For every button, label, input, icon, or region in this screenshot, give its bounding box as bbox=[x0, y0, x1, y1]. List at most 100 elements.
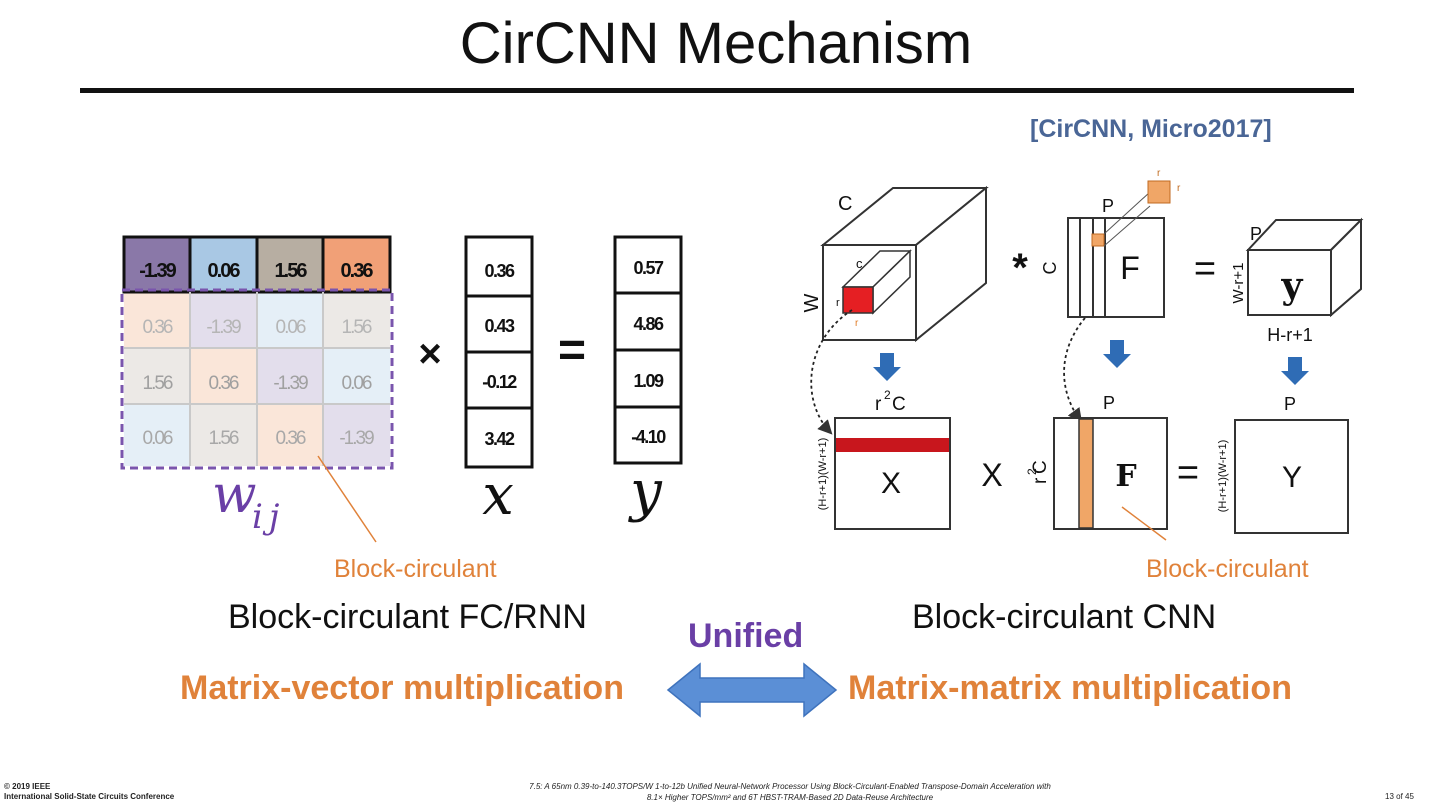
matrix-cell: 0.36 bbox=[143, 317, 173, 338]
filter-tensor bbox=[1067, 180, 1171, 318]
output-y-label: y bbox=[1281, 265, 1304, 307]
patch-c-label: c bbox=[856, 256, 863, 271]
matrix-cell: -1.39 bbox=[206, 317, 241, 338]
x-vector-value: 0.43 bbox=[484, 316, 515, 336]
x-matrix-label: X bbox=[881, 467, 901, 500]
matrix-cell: 1.56 bbox=[143, 373, 173, 394]
equals-symbol: = bbox=[558, 324, 586, 377]
cube-c-label: C bbox=[838, 193, 852, 215]
filter-r-label-2: r bbox=[1177, 183, 1181, 194]
block-circulant-label-cnn: Block-circulant bbox=[1146, 555, 1309, 583]
input-patch bbox=[841, 249, 912, 315]
multiply-symbol: × bbox=[418, 332, 441, 376]
matrix-cell: 0.36 bbox=[276, 428, 306, 449]
down-arrows bbox=[873, 340, 1309, 385]
down-arrow-icon bbox=[1103, 340, 1131, 368]
matrix-cell-bg bbox=[190, 237, 257, 292]
matrix-vector-label: Matrix-vector multiplication bbox=[180, 669, 624, 707]
y-vector-value: -4.10 bbox=[631, 427, 666, 447]
block-circulant-pointer bbox=[317, 455, 377, 543]
convolution-symbol: * bbox=[1012, 246, 1028, 290]
f-r2c-r: r bbox=[1030, 477, 1051, 484]
matrix-cell: 0.06 bbox=[143, 428, 173, 449]
output-p-label: P bbox=[1250, 224, 1262, 244]
weight-matrix bbox=[120, 235, 394, 470]
matrix-cell: 0.06 bbox=[276, 317, 306, 338]
x-label: x bbox=[482, 463, 514, 528]
y-matrix bbox=[1234, 419, 1349, 534]
circulant-dashed-outline bbox=[120, 288, 394, 470]
y-vector bbox=[613, 235, 683, 465]
f-r2c-exp: 2 bbox=[1025, 468, 1039, 475]
matrix-matrix-label: Matrix-matrix multiplication bbox=[848, 669, 1292, 707]
y-vector-value: 1.09 bbox=[633, 371, 664, 391]
matrix-cell-bg bbox=[323, 237, 390, 292]
matrix-cell: -1.39 bbox=[339, 428, 374, 449]
down-arrow-icon bbox=[873, 353, 901, 381]
matrix-cell: 0.06 bbox=[208, 260, 241, 282]
x-r2c-c: C bbox=[892, 394, 906, 415]
block-circulant-label: Block-circulant bbox=[334, 555, 497, 583]
filter-r-label: r bbox=[1157, 168, 1161, 179]
matrix-cell: 1.56 bbox=[342, 317, 372, 338]
dotted-connector bbox=[1063, 317, 1086, 423]
x-vector-value: 0.36 bbox=[484, 261, 515, 281]
down-arrow-icon bbox=[1281, 357, 1309, 385]
matrix-cell-bg bbox=[124, 237, 190, 292]
cube-w-label: W bbox=[801, 293, 823, 312]
footer-paper-title: 7.5: A 65nm 0.39-to-140.3TOPS/W 1-to-12b… bbox=[330, 781, 1250, 803]
footer-copyright-line: © 2019 IEEE bbox=[4, 782, 51, 791]
patch-r-label-2: r bbox=[855, 318, 859, 329]
matrix-multiply-symbol: X bbox=[981, 457, 1002, 493]
output-w-label: W-r+1 bbox=[1230, 263, 1247, 304]
weight-subscript: ij bbox=[252, 497, 285, 537]
f-r2c-c: C bbox=[1030, 460, 1051, 474]
output-h-label: H-r+1 bbox=[1267, 325, 1313, 345]
dotted-connector bbox=[810, 309, 853, 435]
f-matrix-column-highlight bbox=[1078, 418, 1094, 529]
block-circulant-pointer-cnn bbox=[1121, 506, 1167, 541]
y-vector-value: 4.86 bbox=[633, 314, 664, 334]
footer-paper-line: 7.5: A 65nm 0.39-to-140.3TOPS/W 1-to-12b… bbox=[529, 782, 1051, 791]
x-matrix bbox=[834, 417, 951, 530]
y-vector-value: 0.57 bbox=[633, 258, 664, 278]
y-side-label: (H-r+1)(W-r+1) bbox=[1217, 440, 1229, 513]
f-matrix-label: F bbox=[1115, 459, 1136, 494]
x-r2c-exp: 2 bbox=[884, 388, 891, 402]
footer-conference-line: International Solid-State Circuits Confe… bbox=[4, 792, 175, 801]
matrix-cell-bg bbox=[257, 237, 323, 292]
bidirectional-arrow-icon bbox=[666, 662, 838, 718]
matrix-cell: 0.06 bbox=[342, 373, 372, 394]
title-divider bbox=[80, 88, 1354, 93]
filter-c-label: C bbox=[1040, 262, 1060, 275]
equals-symbol-cnn: = bbox=[1194, 248, 1216, 290]
y-label: y bbox=[627, 459, 663, 524]
fc-caption: Block-circulant FC/RNN bbox=[228, 598, 587, 636]
filter-p-label: P bbox=[1102, 196, 1114, 216]
x-matrix-row-highlight bbox=[836, 438, 949, 452]
y-matrix-label: Y bbox=[1282, 461, 1302, 494]
footer-copyright: © 2019 IEEE International Solid-State Ci… bbox=[4, 782, 174, 802]
matrix-cell: 0.36 bbox=[209, 373, 239, 394]
matrix-cell: 1.56 bbox=[275, 260, 308, 282]
reference-citation: [CirCNN, Micro2017] bbox=[1030, 115, 1272, 143]
x-vector-value: -0.12 bbox=[482, 372, 517, 392]
f-matrix bbox=[1053, 417, 1168, 530]
filter-f-label: F bbox=[1120, 250, 1140, 286]
f-p-label: P bbox=[1103, 393, 1115, 413]
cnn-caption: Block-circulant CNN bbox=[912, 598, 1217, 636]
matrix-cell: 0.36 bbox=[341, 260, 374, 282]
footer-paper-line: 8.1× Higher TOPS/mm² and 6T HBST-TRAM-Ba… bbox=[646, 793, 934, 802]
page-title: CirCNN Mechanism bbox=[459, 11, 973, 76]
matrix-cell: -1.39 bbox=[139, 260, 176, 282]
equals-symbol-cnn-2: = bbox=[1177, 452, 1199, 494]
weight-label: w bbox=[212, 465, 257, 525]
output-tensor-cube bbox=[1245, 217, 1364, 318]
x-vector-value: 3.42 bbox=[484, 429, 515, 449]
x-vector bbox=[464, 235, 534, 469]
page-number: 13 of 45 bbox=[1385, 792, 1414, 801]
y-p-label: P bbox=[1284, 394, 1296, 414]
matrix-cell: 1.56 bbox=[209, 428, 239, 449]
x-r2c-r: r bbox=[875, 394, 882, 415]
